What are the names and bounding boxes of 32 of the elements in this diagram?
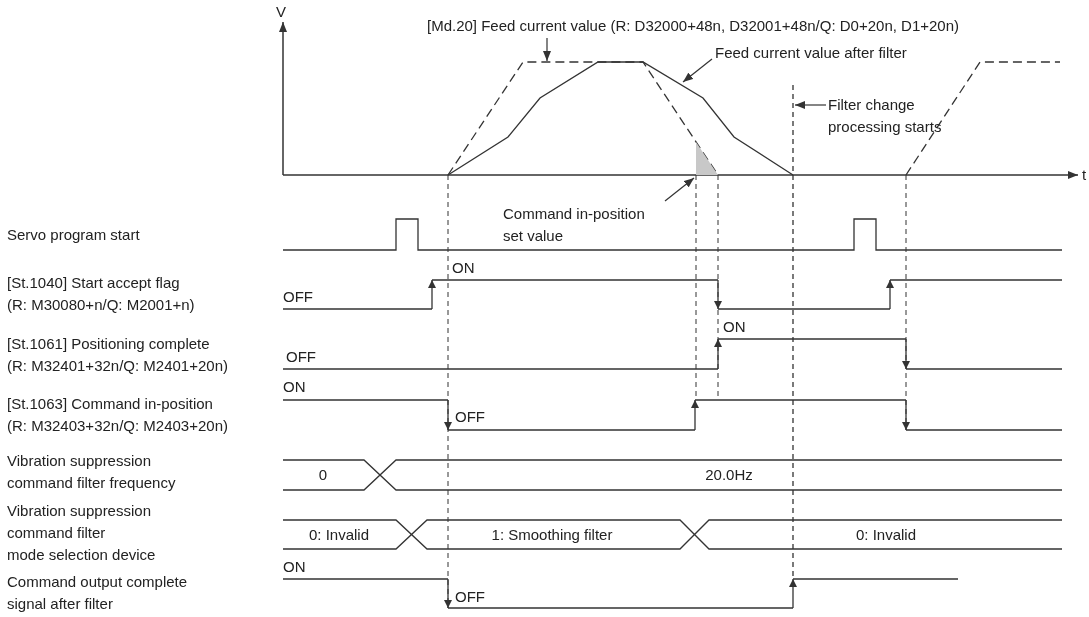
leader-line	[794, 101, 827, 109]
state-label: ON	[283, 557, 306, 577]
signal-name: Servo program start	[7, 225, 140, 245]
signal-name: Vibration suppression command filter frequency	[7, 451, 176, 493]
bus-value: 1: Smoothing filter	[491, 525, 613, 545]
bus-value: 20.0Hz	[705, 465, 753, 485]
callout-text: Command in-position set value	[503, 203, 645, 247]
callout-text: [Md.20] Feed current value (R: D32000+48n, D32001+48n/Q: D0+20n, D1+20n)	[427, 15, 959, 37]
solid-velocity-curve	[447, 61, 794, 176]
axis-label: t	[1082, 165, 1087, 185]
bus-value: 0: Invalid	[309, 525, 369, 545]
state-label: ON	[723, 317, 746, 337]
bus-value: 0: Invalid	[856, 525, 916, 545]
signal-name: [St.1040] Start accept flag (R: M30080+n/Q: M2001+n)	[7, 273, 195, 315]
axis-label: V	[276, 2, 286, 22]
leader-line	[543, 37, 551, 62]
signal-name: Command output complete signal after filter	[7, 572, 188, 614]
signal-name: [St.1061] Positioning complete (R: M32401+32n/Q: M2401+20n)	[7, 334, 228, 376]
bus-value: 0	[318, 465, 328, 485]
signal-name: [St.1063] Command in-position (R: M32403+32n/Q: M2403+20n)	[7, 394, 228, 436]
signal-name: Vibration suppression command filter mode selection device	[7, 501, 156, 565]
callout-text: Filter change processing starts	[828, 94, 942, 138]
leader-line	[682, 58, 713, 83]
state-label: ON	[283, 377, 306, 397]
leader-line	[664, 177, 695, 202]
dashed-velocity-curve	[447, 61, 719, 176]
state-label: OFF	[455, 407, 485, 427]
state-label: OFF	[283, 287, 313, 307]
state-label: ON	[452, 258, 475, 278]
state-label: OFF	[286, 347, 316, 367]
callout-text: Feed current value after filter	[715, 42, 907, 64]
state-label: OFF	[455, 587, 485, 607]
